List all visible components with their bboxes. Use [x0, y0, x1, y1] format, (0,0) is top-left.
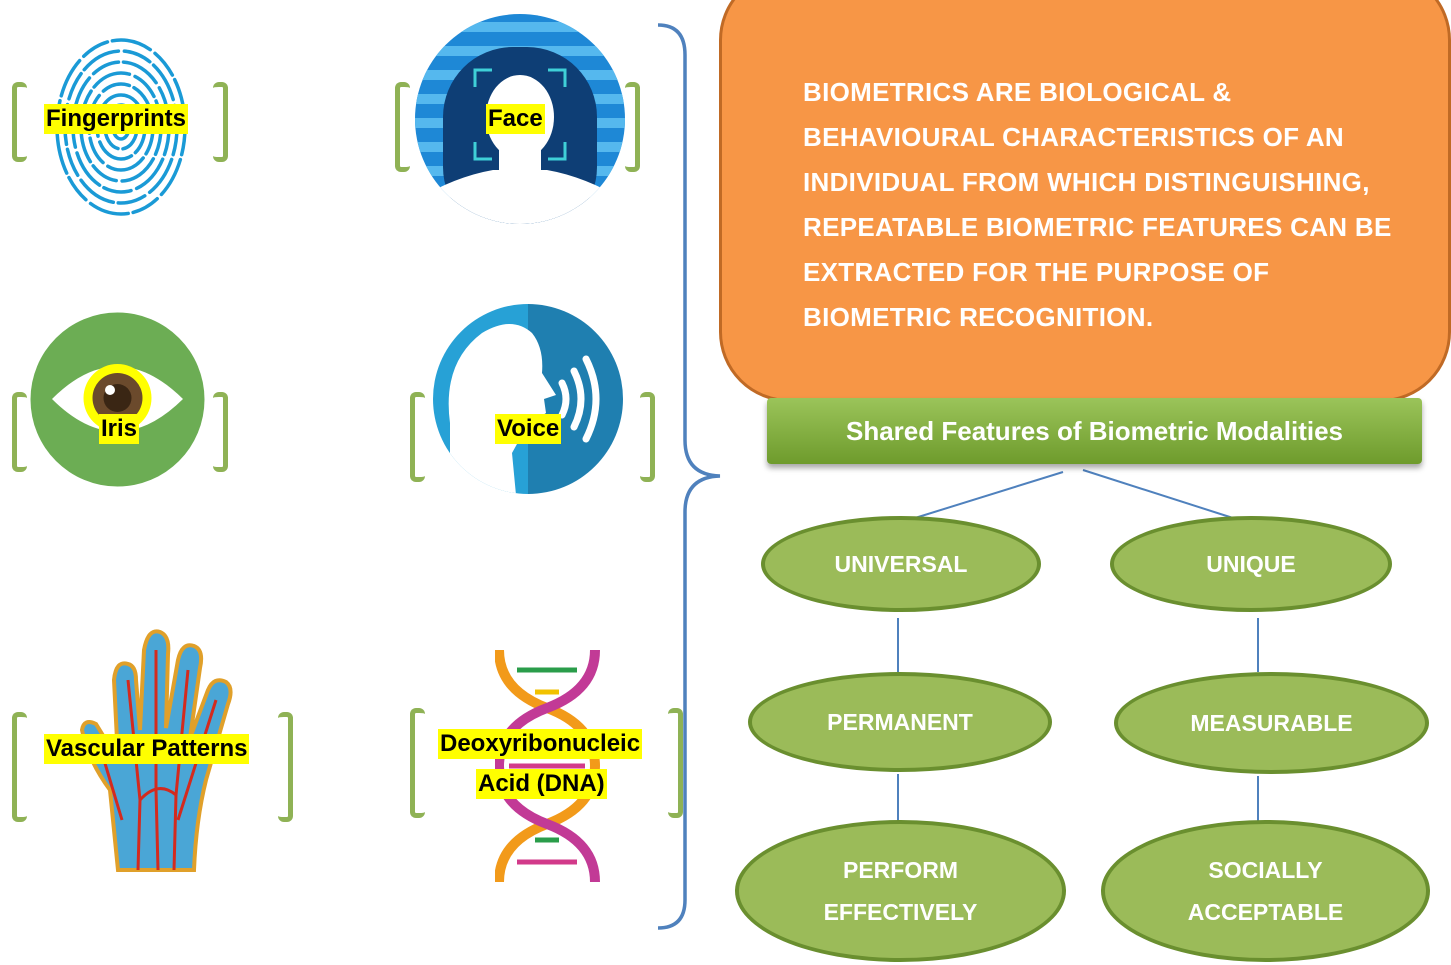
shared-features-header: Shared Features of Biometric Modalities [767, 398, 1422, 464]
feature-universal: UNIVERSAL [761, 516, 1041, 612]
feature-label: PERFORM EFFECTIVELY [824, 849, 978, 933]
feature-label: UNIQUE [1206, 551, 1296, 577]
feature-label-line1: SOCIALLY [1208, 857, 1323, 883]
bracket-left [410, 708, 425, 818]
feature-label-line2: ACCEPTABLE [1187, 899, 1344, 925]
feature-permanent: PERMANENT [748, 672, 1052, 772]
bracket-left [12, 712, 27, 822]
feature-label: SOCIALLY ACCEPTABLE [1188, 849, 1343, 933]
feature-perform-effectively: PERFORM EFFECTIVELY [735, 820, 1066, 962]
feature-socially-acceptable: SOCIALLY ACCEPTABLE [1101, 820, 1430, 962]
header-label: Shared Features of Biometric Modalities [845, 415, 1343, 446]
bracket-left [12, 82, 27, 162]
eye-icon [30, 312, 205, 487]
feature-label: PERMANENT [827, 709, 973, 735]
bracket-right [625, 82, 640, 172]
label-dna-line2: Acid (DNA) [476, 769, 607, 799]
curly-brace [657, 23, 721, 930]
bracket-right [213, 392, 228, 472]
feature-unique: UNIQUE [1110, 516, 1392, 612]
label-vascular: Vascular Patterns [44, 734, 250, 764]
definition-box [719, 0, 1451, 402]
feature-label: UNIVERSAL [834, 551, 968, 577]
bracket-right [213, 82, 228, 162]
feature-label-line2: EFFECTIVELY [823, 899, 978, 925]
bracket-right [278, 712, 293, 822]
bracket-right [668, 708, 683, 818]
bracket-right [640, 392, 655, 482]
label-voice: Voice [495, 414, 562, 444]
label-iris: Iris [99, 414, 140, 444]
feature-label-line1: PERFORM [842, 857, 958, 883]
bracket-left [395, 82, 410, 172]
feature-label: MEASURABLE [1190, 710, 1353, 736]
bracket-left [12, 392, 27, 472]
label-dna-line1: Deoxyribonucleic [438, 729, 643, 759]
bracket-left [410, 392, 425, 482]
speaking-head-icon [433, 304, 623, 494]
definition-text: BIOMETRICS ARE BIOLOGICAL & BEHAVIOURAL … [803, 77, 1392, 332]
label-fingerprints: Fingerprints [44, 104, 189, 134]
feature-measurable: MEASURABLE [1114, 672, 1429, 774]
label-face: Face [486, 104, 545, 134]
